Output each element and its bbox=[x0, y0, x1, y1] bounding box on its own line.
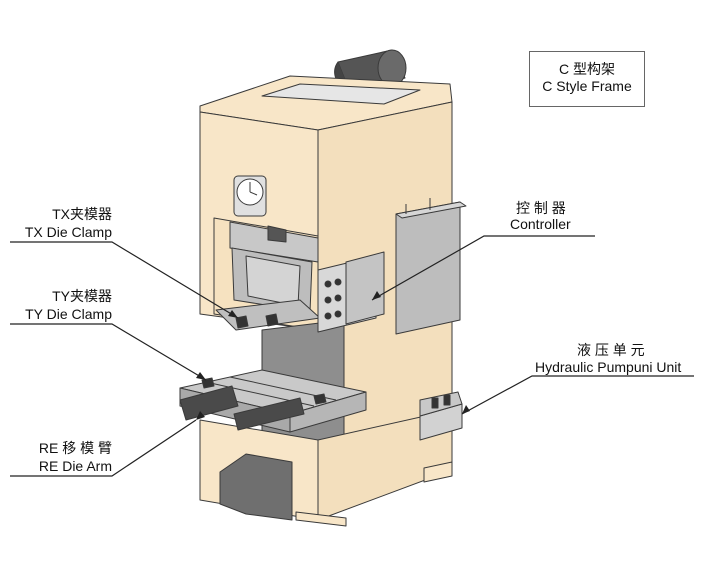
hydraulic-leader bbox=[461, 375, 694, 415]
hydraulic-label-en: Hydraulic Pumpuni Unit bbox=[535, 359, 682, 375]
controller-leader bbox=[371, 235, 595, 301]
tx-clamp-label-en: TX Die Clamp bbox=[24, 224, 112, 240]
frame-type-zh: C 型构架 bbox=[559, 61, 615, 77]
re-arm-label-zh: RE 移 模 臂 bbox=[38, 440, 112, 456]
controller-label-zh: 控 制 器 bbox=[516, 200, 566, 216]
ram bbox=[229, 221, 319, 313]
controller-label-en: Controller bbox=[510, 216, 571, 232]
die-arm-left bbox=[179, 385, 239, 421]
ty-clamp-label-zh: TY夹模器 bbox=[52, 288, 112, 304]
control-panel bbox=[317, 251, 385, 333]
re-arm-label-en: RE Die Arm bbox=[38, 458, 112, 474]
frame-type-box: C 型构架 C Style Frame bbox=[529, 51, 645, 107]
tx-clamp-label-zh: TX夹模器 bbox=[52, 206, 112, 222]
die-arm-right bbox=[233, 397, 305, 431]
gauge-icon bbox=[233, 175, 267, 217]
ty-leader bbox=[10, 323, 207, 381]
hydraulic-label-zh: 液 压 单 元 bbox=[577, 342, 645, 358]
tx-leader bbox=[10, 241, 239, 319]
frame-type-en: C Style Frame bbox=[542, 78, 632, 94]
re-leader bbox=[10, 419, 197, 477]
ty-clamp-label-en: TY Die Clamp bbox=[25, 306, 112, 322]
hydraulic-unit bbox=[419, 391, 463, 441]
